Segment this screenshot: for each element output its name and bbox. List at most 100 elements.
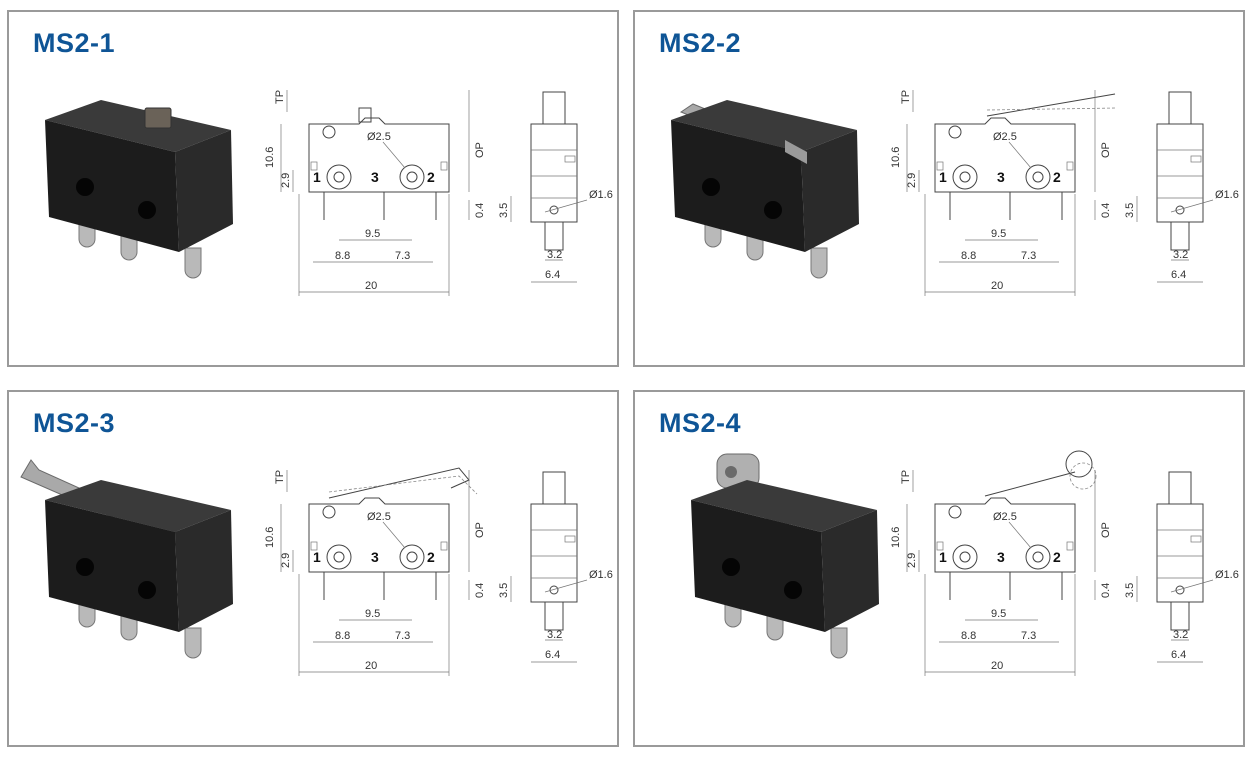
hole-dim: Ø2.5	[367, 511, 391, 523]
plunger-side	[1168, 471, 1192, 505]
pin-hole	[1025, 544, 1051, 570]
side-hole-height-dim: 3.5	[498, 203, 510, 218]
terminal-side	[1170, 601, 1190, 631]
bent-lever-travel	[328, 475, 478, 495]
side-hole-dim: Ø1.6	[1215, 189, 1239, 201]
leader-line	[544, 579, 588, 593]
terminal	[830, 627, 848, 659]
pin-2-label: 2	[427, 169, 435, 185]
pin-hole	[326, 164, 352, 190]
tp-label: TP	[900, 90, 912, 104]
length-dim: 20	[991, 660, 1003, 672]
plunger	[144, 107, 172, 129]
panel-title: MS2-4	[659, 408, 742, 438]
leader-line	[1008, 521, 1032, 549]
hole-dim: Ø2.5	[367, 131, 391, 143]
tp-label: TP	[274, 470, 286, 484]
width-dim: 6.4	[1171, 649, 1186, 661]
side-hole-dim: Ø1.6	[589, 569, 613, 581]
mount-hole	[764, 201, 782, 219]
pin-hole	[1025, 164, 1051, 190]
pin-1-label: 1	[939, 549, 947, 565]
pin-pitch-dim: 9.5	[991, 608, 1006, 620]
product-photo	[20, 459, 233, 659]
terminal	[810, 247, 828, 279]
inner-width-dim: 3.2	[1173, 249, 1188, 261]
switch-side	[175, 510, 233, 632]
pin-3-label: 3	[371, 549, 379, 565]
right-pitch-dim: 7.3	[395, 250, 410, 262]
left-pitch-dim: 8.8	[961, 630, 976, 642]
pin-hole	[959, 171, 971, 183]
pin-3-label: 3	[997, 169, 1005, 185]
switch-front	[45, 120, 179, 252]
height-dim: 10.6	[264, 527, 276, 548]
mount-hole	[76, 178, 94, 196]
plunger-side	[1168, 91, 1192, 125]
switch-outline	[934, 497, 1076, 573]
op-label: OP	[474, 522, 486, 538]
side-hole-height-dim: 3.5	[498, 583, 510, 598]
side-hole	[1175, 205, 1185, 215]
plunger-side	[542, 91, 566, 125]
leader-line	[544, 199, 588, 213]
mount-hole	[948, 125, 962, 139]
left-pitch-dim: 8.8	[335, 250, 350, 262]
leader-line	[1170, 199, 1214, 213]
length-dim: 20	[365, 660, 377, 672]
pin-2-label: 2	[1053, 169, 1061, 185]
slot	[564, 155, 576, 163]
switch-front	[691, 500, 825, 632]
body-side	[1156, 123, 1204, 223]
panel-title: MS2-2	[659, 28, 742, 58]
pin-hole	[1032, 171, 1044, 183]
width-dim: 6.4	[545, 269, 560, 281]
pin-hole	[399, 544, 425, 570]
switch-side	[175, 130, 233, 252]
pin-3-label: 3	[997, 549, 1005, 565]
pin-pitch-dim: 9.5	[365, 608, 380, 620]
leader-line	[382, 141, 406, 169]
mount-hole	[702, 178, 720, 196]
slot	[1066, 161, 1074, 171]
pin-2-label: 2	[1053, 549, 1061, 565]
height-dim: 10.6	[264, 147, 276, 168]
slot	[310, 541, 318, 551]
lever-line	[986, 93, 1116, 117]
pin-offset-dim: 0.4	[1100, 583, 1112, 598]
side-view-drawing: Ø1.63.53.26.4	[498, 471, 613, 663]
mount-hole	[784, 581, 802, 599]
hole-dim: Ø2.5	[993, 131, 1017, 143]
op-label: OP	[1100, 522, 1112, 538]
leader-line	[1008, 141, 1032, 169]
pin-hole	[333, 551, 345, 563]
width-dim: 6.4	[545, 649, 560, 661]
product-photo	[671, 100, 859, 279]
pin-offset-dim: 0.4	[474, 203, 486, 218]
pin-hole	[326, 544, 352, 570]
right-pitch-dim: 7.3	[395, 630, 410, 642]
left-pitch-dim: 8.8	[961, 250, 976, 262]
height-dim: 10.6	[890, 527, 902, 548]
lever-travel	[986, 107, 1118, 111]
slot	[440, 161, 448, 171]
mount-hole	[138, 201, 156, 219]
pin-hole	[959, 551, 971, 563]
mount-hole	[322, 505, 336, 519]
switch-side	[801, 130, 859, 252]
tp-label: TP	[274, 90, 286, 104]
pin-height-dim: 2.9	[906, 553, 918, 568]
pin-pitch-dim: 9.5	[365, 228, 380, 240]
roller-lever-line	[984, 471, 1076, 497]
body-side	[1156, 503, 1204, 603]
side-view-drawing: Ø1.63.53.26.4	[498, 91, 613, 283]
switch-top	[671, 100, 857, 152]
slot	[1066, 541, 1074, 551]
pin-offset-dim: 0.4	[474, 583, 486, 598]
